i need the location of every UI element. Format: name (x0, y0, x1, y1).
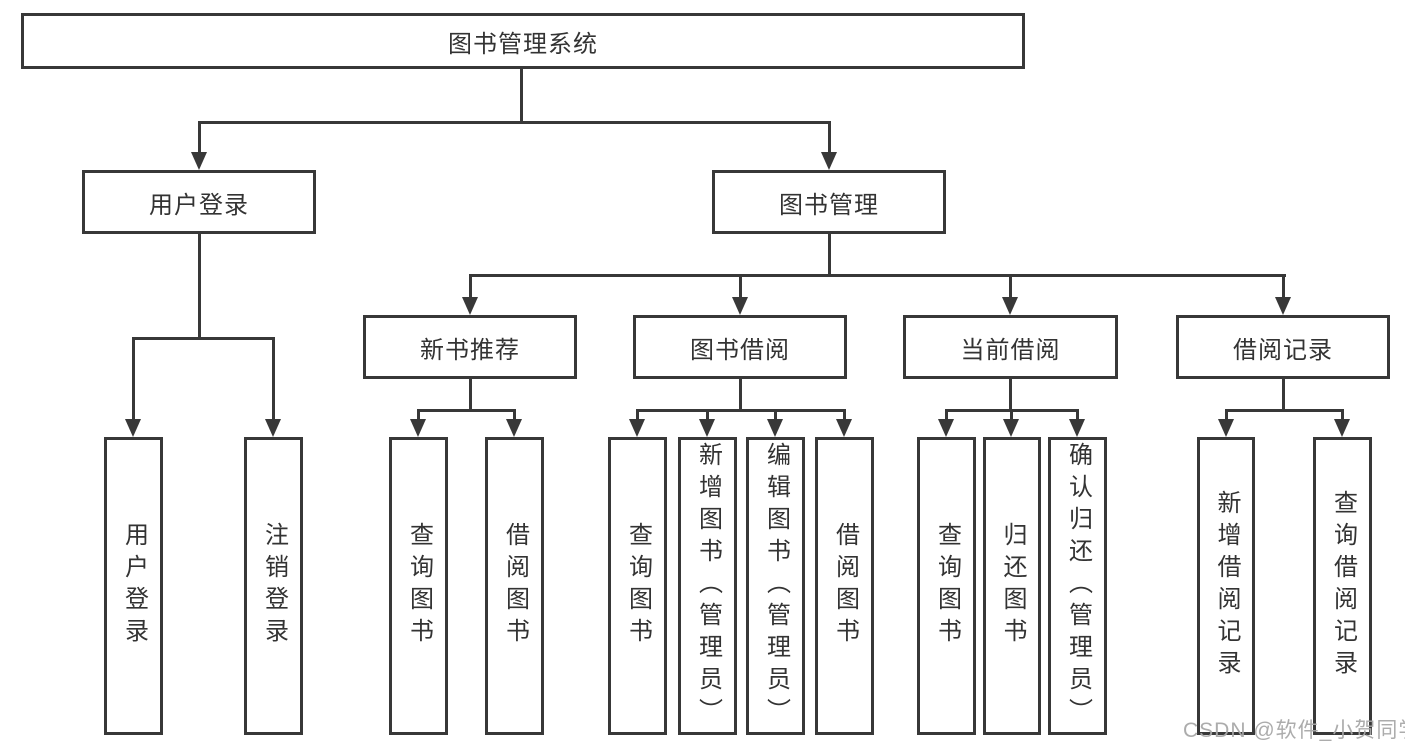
edge-to-user-login (198, 121, 201, 152)
edge-to-new-books (469, 274, 472, 297)
arrowhead-icon (1334, 419, 1350, 437)
edge-drop (945, 409, 948, 419)
node-book-borrow: 图书借阅 (633, 315, 847, 379)
edge-to-leaf-login (132, 337, 135, 419)
arrowhead-icon (462, 297, 478, 315)
node-root: 图书管理系统 (21, 13, 1025, 69)
leaf-current-query: 查询图书 (917, 437, 976, 735)
edge-to-current-borrow (1009, 274, 1012, 297)
edge-book-mgmt-rail (469, 274, 1286, 277)
edge-drop (417, 409, 420, 419)
leaf-current-return: 归还图书 (983, 437, 1041, 735)
leaf-borrow-query: 查询图书 (608, 437, 667, 735)
edge-book-mgmt-stem (828, 234, 831, 274)
arrowhead-icon (506, 419, 522, 437)
leaf-current-confirm-admin: 确认归还（管理员） (1048, 437, 1107, 735)
arrowhead-icon (1003, 419, 1019, 437)
leaf-borrow-borrow: 借阅图书 (815, 437, 874, 735)
edge-to-leaf-logout (272, 337, 275, 419)
leaf-borrow-edit-admin: 编辑图书（管理员） (746, 437, 805, 735)
leaf-borrow-add-admin: 新增图书（管理员） (678, 437, 737, 735)
arrowhead-icon (125, 419, 141, 437)
arrowhead-icon (1069, 419, 1085, 437)
edge-root-rail (198, 121, 831, 124)
arrowhead-icon (629, 419, 645, 437)
arrowhead-icon (732, 297, 748, 315)
edge-new-books-stem (469, 379, 472, 409)
node-current-borrow: 当前借阅 (903, 315, 1118, 379)
edge-current-borrow-stem (1009, 379, 1012, 409)
edge-drop (636, 409, 639, 419)
edge-drop (1341, 409, 1344, 419)
leaf-newbooks-query: 查询图书 (389, 437, 448, 735)
edge-drop (843, 409, 846, 419)
edge-to-book-borrow (739, 274, 742, 297)
edge-drop (1225, 409, 1228, 419)
leaf-user-login: 用户登录 (104, 437, 163, 735)
edge-to-borrow-records (1282, 274, 1285, 297)
edge-drop (774, 409, 777, 419)
edge-borrow-records-stem (1282, 379, 1285, 409)
edge-drop (706, 409, 709, 419)
edge-to-book-mgmt (828, 121, 831, 152)
edge-borrow-records-rail (1225, 409, 1344, 412)
edge-drop (513, 409, 516, 419)
leaf-records-add: 新增借阅记录 (1197, 437, 1255, 735)
edge-book-borrow-stem (739, 379, 742, 409)
arrowhead-icon (836, 419, 852, 437)
arrowhead-icon (191, 152, 207, 170)
edge-user-login-stem (198, 234, 201, 337)
arrowhead-icon (821, 152, 837, 170)
arrowhead-icon (699, 419, 715, 437)
leaf-logout: 注销登录 (244, 437, 303, 735)
leaf-newbooks-borrow: 借阅图书 (485, 437, 544, 735)
edge-drop (1010, 409, 1013, 419)
leaf-records-query: 查询借阅记录 (1313, 437, 1372, 735)
arrowhead-icon (410, 419, 426, 437)
arrowhead-icon (265, 419, 281, 437)
edge-new-books-rail (417, 409, 516, 412)
node-new-books: 新书推荐 (363, 315, 577, 379)
edge-book-borrow-rail (636, 409, 846, 412)
edge-drop (1076, 409, 1079, 419)
arrowhead-icon (938, 419, 954, 437)
node-book-mgmt: 图书管理 (712, 170, 946, 234)
arrowhead-icon (1218, 419, 1234, 437)
edge-root-stem (520, 69, 523, 121)
node-borrow-records: 借阅记录 (1176, 315, 1390, 379)
arrowhead-icon (1002, 297, 1018, 315)
node-user-login: 用户登录 (82, 170, 316, 234)
csdn-watermark: CSDN @软件_小贺同学 (1183, 719, 1405, 742)
arrowhead-icon (1275, 297, 1291, 315)
edge-user-login-rail (132, 337, 275, 340)
arrowhead-icon (767, 419, 783, 437)
